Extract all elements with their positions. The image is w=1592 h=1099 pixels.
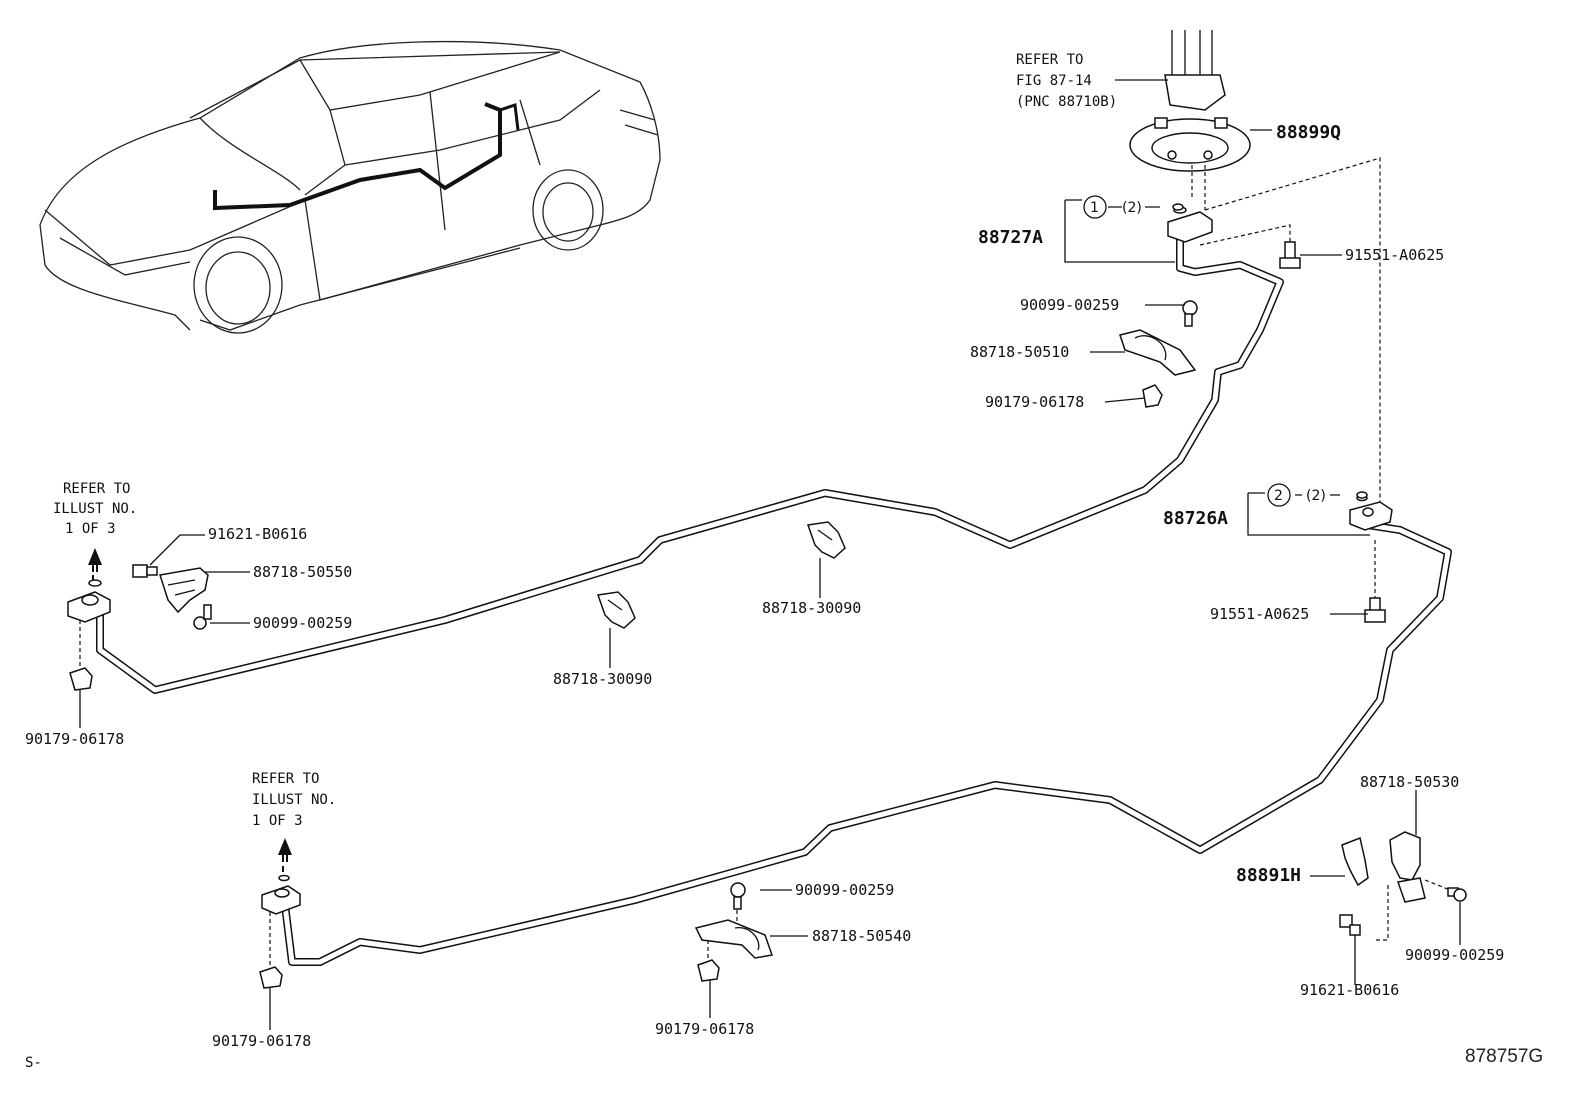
refer-fig-line3: (PNC 88710B) [1016,94,1117,110]
bolt-91621-b [1339,914,1361,936]
callout-circle-1 [1083,195,1107,219]
clamp-88718-50550 [159,567,209,614]
nut-90179-a [1142,384,1163,408]
union-88727A [1167,206,1213,243]
label-88899Q: 88899Q [1276,122,1341,143]
refer-fig-line2: FIG 87-14 [1016,73,1092,89]
grommet-88899Q [1129,117,1251,172]
bolt-91621-a [132,564,158,578]
refer-bottom-line1: REFER TO [252,771,319,787]
label-90099-d: 90099-00259 [795,881,894,899]
callout-2-qty: (2) [1306,488,1326,504]
label-88718-50530: 88718-50530 [1360,773,1459,791]
clip-88718-30090-b [806,521,846,559]
union-bottom [261,874,301,915]
callout-circle-2 [1267,483,1291,507]
label-88718-30090-a: 88718-30090 [553,670,652,688]
label-90099-c: 90099-00259 [1405,946,1504,964]
label-91621-b: 91621-B0616 [1300,981,1399,999]
callout-2: 2 [1274,488,1283,504]
refer-fig-line1: REFER TO [1016,52,1083,68]
clamp-88718-50540 [694,919,773,959]
label-90099-b: 90099-00259 [253,614,352,632]
label-90179-mid: 90179-06178 [655,1020,754,1038]
leader-lines [79,79,1461,1030]
label-88718-50540: 88718-50540 [812,927,911,945]
label-88718-50550: 88718-50550 [253,563,352,581]
refer-bottom-line3: 1 OF 3 [252,813,303,829]
clip-88718-30090-a [596,591,636,629]
callout-1-qty: (2) [1122,200,1142,216]
refer-bottom-line2: ILLUST NO. [252,792,336,808]
oring-2 [1356,491,1368,499]
oring-1 [1172,203,1184,211]
arrow-refer-bottom [278,838,292,872]
clamp-88718-50510 [1119,329,1197,376]
label-90099-a: 90099-00259 [1020,296,1119,314]
label-90179-bottom: 90179-06178 [212,1032,311,1050]
label-88718-30090-b: 88718-30090 [762,599,861,617]
car-illustration [39,40,661,334]
screw-90099-d [1447,887,1467,902]
screw-90099-c [730,882,746,910]
bolt-91551-mid [1364,597,1386,623]
refer-left-line2: ILLUST NO. [53,501,137,517]
arrow-refer-left [88,548,102,580]
corner-mark: S- [25,1055,42,1071]
union-left [67,579,111,623]
figure-id: 878757G [1465,1046,1543,1067]
label-91551-mid: 91551-A0625 [1210,605,1309,623]
nut-90179-bottom [259,966,283,989]
screw-90099-b [193,604,212,630]
label-88726A: 88726A [1163,508,1228,529]
refer-left-line3: 1 OF 3 [65,521,116,537]
bolt-91551-top [1279,241,1301,269]
label-88727A: 88727A [978,227,1043,248]
refer-left-line1: REFER TO [63,481,130,497]
label-88891H: 88891H [1236,865,1301,886]
clamp-88718-50530 [1389,831,1426,903]
callout-1: 1 [1090,200,1099,216]
pipe-upper [96,228,1284,694]
label-88718-50510: 88718-50510 [970,343,1069,361]
label-91621-a: 91621-B0616 [208,525,307,543]
label-90179-left: 90179-06178 [25,730,124,748]
bracket-88891H [1341,836,1369,887]
top-pipe-stub [1164,30,1226,111]
screw-90099-a [1182,300,1198,327]
label-90179-a: 90179-06178 [985,393,1084,411]
nut-90179-mid [697,959,720,982]
nut-90179-left [69,667,93,691]
pipe-lower [281,521,1452,966]
label-91551-top: 91551-A0625 [1345,246,1444,264]
